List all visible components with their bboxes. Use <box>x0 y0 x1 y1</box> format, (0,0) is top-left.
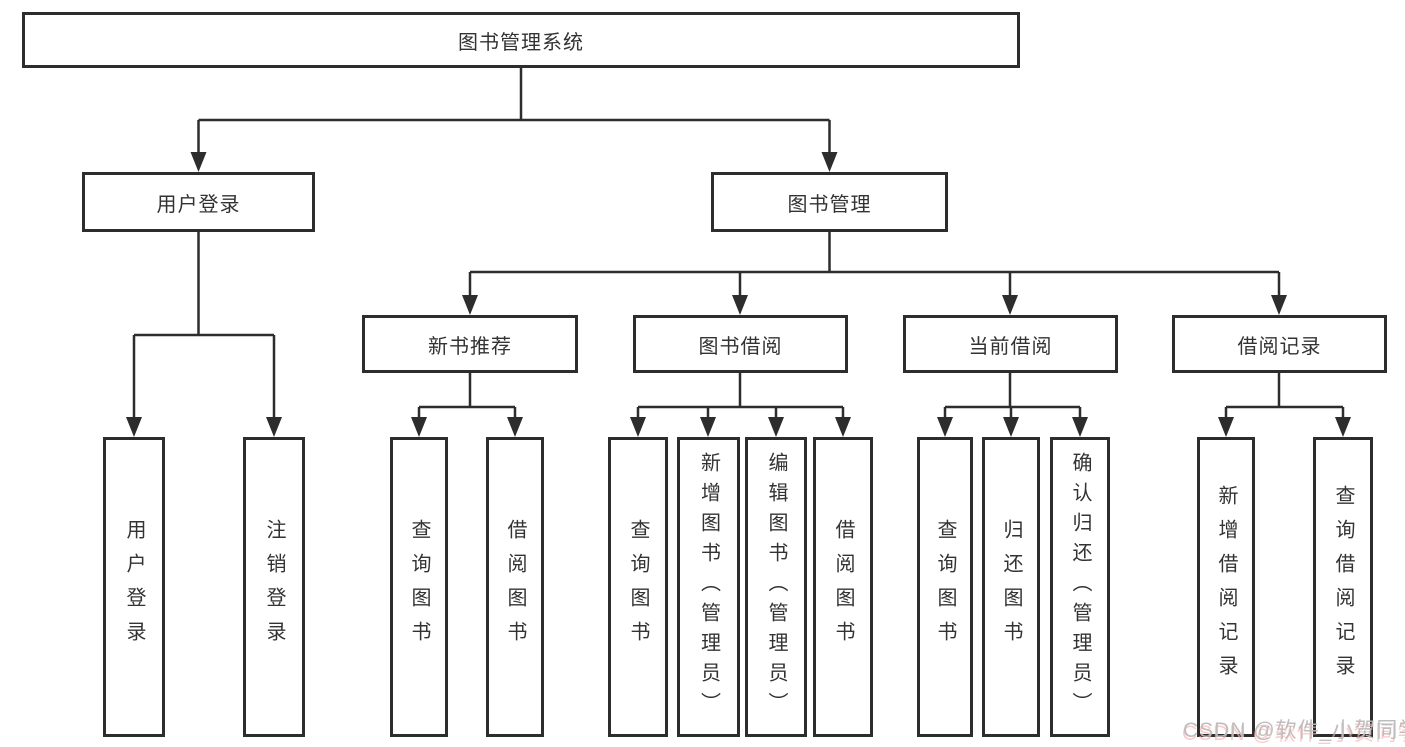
node-new-book-recommend: 新书推荐 <box>362 315 578 373</box>
node-current-borrow-label: 当前借阅 <box>968 335 1053 358</box>
leaf-add-borrow-record-label: 新增借阅记录 <box>1215 485 1237 689</box>
leaf-add-borrow-record: 新增借阅记录 <box>1197 437 1255 737</box>
node-root-label: 图书管理系统 <box>458 31 584 54</box>
node-book-management-label: 图书管理 <box>787 193 872 216</box>
leaf-borrow-books-2: 借阅图书 <box>813 437 873 737</box>
leaf-add-books-admin: 新增图书（管理员） <box>677 437 740 737</box>
leaf-query-borrow-record: 查询借阅记录 <box>1313 437 1373 737</box>
leaf-return-books: 归还图书 <box>982 437 1040 737</box>
leaf-query-books-3-label: 查询图书 <box>934 519 956 655</box>
leaf-user-login-label: 用户登录 <box>123 519 145 655</box>
leaf-logout-label: 注销登录 <box>263 519 285 655</box>
node-user-login: 用户登录 <box>82 172 315 232</box>
leaf-query-books-1: 查询图书 <box>390 437 448 737</box>
leaf-query-books-3: 查询图书 <box>917 437 973 737</box>
node-user-login-label: 用户登录 <box>156 193 241 216</box>
node-book-borrow-label: 图书借阅 <box>698 335 783 358</box>
node-new-book-recommend-label: 新书推荐 <box>428 335 512 358</box>
leaf-logout: 注销登录 <box>243 437 305 737</box>
leaf-query-borrow-record-label: 查询借阅记录 <box>1332 485 1354 689</box>
csdn-watermark: CSDN @软件_小贺同学 <box>1183 719 1405 742</box>
node-book-borrow: 图书借阅 <box>633 315 848 373</box>
connector-lines <box>132 68 1345 432</box>
leaf-query-books-1-label: 查询图书 <box>408 519 430 655</box>
node-borrow-records: 借阅记录 <box>1172 315 1387 373</box>
leaf-borrow-books-1: 借阅图书 <box>486 437 544 737</box>
leaf-user-login: 用户登录 <box>103 437 165 737</box>
leaf-borrow-books-2-label: 借阅图书 <box>832 519 854 655</box>
leaf-borrow-books-1-label: 借阅图书 <box>504 519 526 655</box>
node-book-management: 图书管理 <box>711 172 948 232</box>
node-root: 图书管理系统 <box>22 12 1020 68</box>
node-borrow-records-label: 借阅记录 <box>1237 335 1322 358</box>
leaf-return-books-label: 归还图书 <box>1000 519 1022 655</box>
leaf-edit-books-admin: 编辑图书（管理员） <box>745 437 807 737</box>
leaf-edit-books-admin-label: 编辑图书（管理员） <box>765 452 787 722</box>
leaf-confirm-return-admin: 确认归还（管理员） <box>1050 437 1110 737</box>
leaf-query-books-2-label: 查询图书 <box>627 519 649 655</box>
leaf-confirm-return-admin-label: 确认归还（管理员） <box>1069 452 1091 722</box>
leaf-add-books-admin-label: 新增图书（管理员） <box>697 452 720 722</box>
leaf-query-books-2: 查询图书 <box>608 437 668 737</box>
node-current-borrow: 当前借阅 <box>903 315 1118 373</box>
